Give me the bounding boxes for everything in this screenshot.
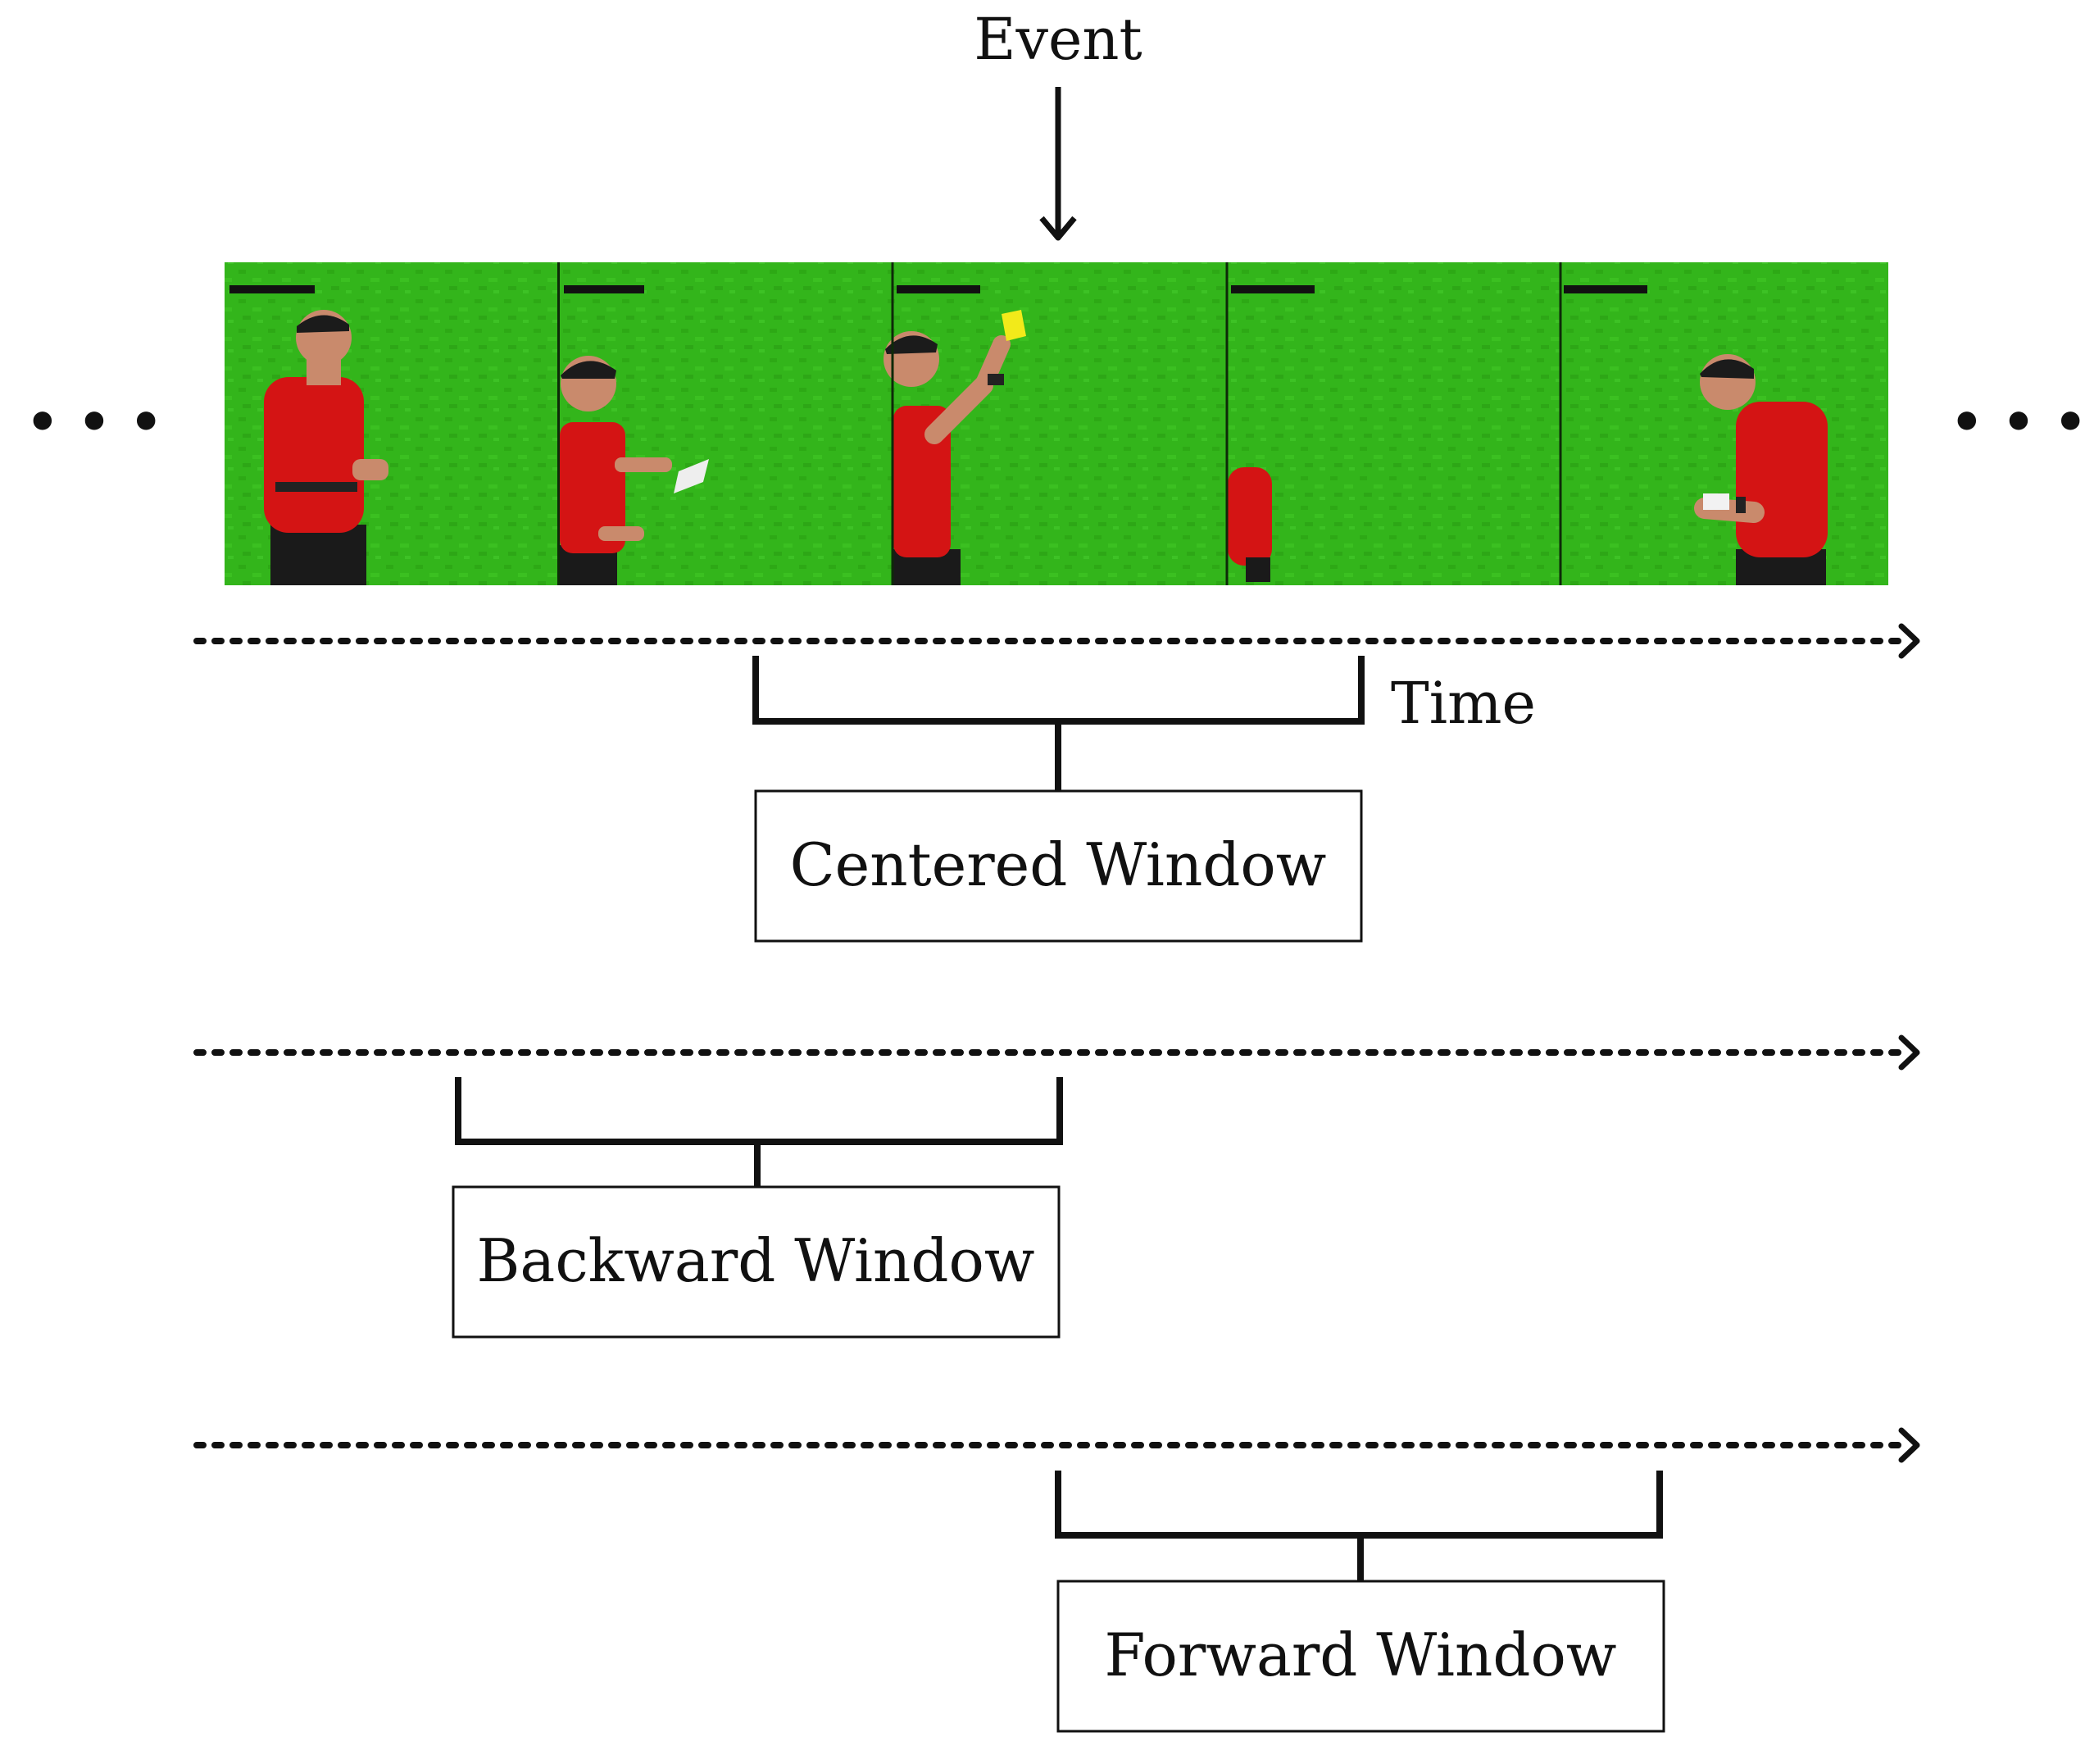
video-frame-1 [225, 262, 558, 585]
event-arrow [1039, 87, 1077, 241]
centered-window-bracket [752, 656, 1365, 790]
backward-window-box: Backward Window [452, 1185, 1061, 1339]
scoreboard-overlay [1231, 285, 1315, 293]
forward-window-box: Forward Window [1056, 1580, 1665, 1733]
referee-figure [1694, 354, 1828, 585]
scoreboard-overlay [229, 285, 315, 293]
forward-window-label: Forward Window [1105, 1621, 1617, 1689]
backward-window-bracket [455, 1077, 1063, 1186]
referee-figure [1228, 467, 1272, 582]
frame-strip [225, 262, 1888, 585]
scoreboard-overlay [897, 285, 980, 293]
scoreboard-overlay [564, 285, 644, 293]
video-frame-4 [1228, 262, 1560, 585]
ellipsis-left: • • • [25, 392, 162, 453]
backward-window-label: Backward Window [477, 1226, 1035, 1295]
yellow-card [1002, 310, 1026, 341]
video-frame-3 [884, 262, 1226, 585]
video-frame-2 [560, 262, 892, 585]
timeline-1 [193, 623, 1920, 659]
referee-figure [884, 310, 1026, 585]
referee-figure [560, 356, 709, 585]
centered-window-label: Centered Window [790, 830, 1327, 899]
timeline-3 [193, 1427, 1920, 1463]
referee-figure [264, 310, 388, 585]
scoreboard-overlay [1564, 285, 1647, 293]
ellipsis-right: • • • [1950, 392, 2085, 453]
centered-window-box: Centered Window [754, 789, 1363, 943]
time-label: Time [1391, 670, 1536, 737]
notebook [1703, 493, 1729, 510]
event-label: Event [974, 6, 1142, 73]
card-in-hand [674, 459, 709, 493]
forward-window-bracket [1055, 1471, 1663, 1580]
timeline-2 [193, 1034, 1920, 1071]
video-frame-5 [1561, 262, 1888, 585]
